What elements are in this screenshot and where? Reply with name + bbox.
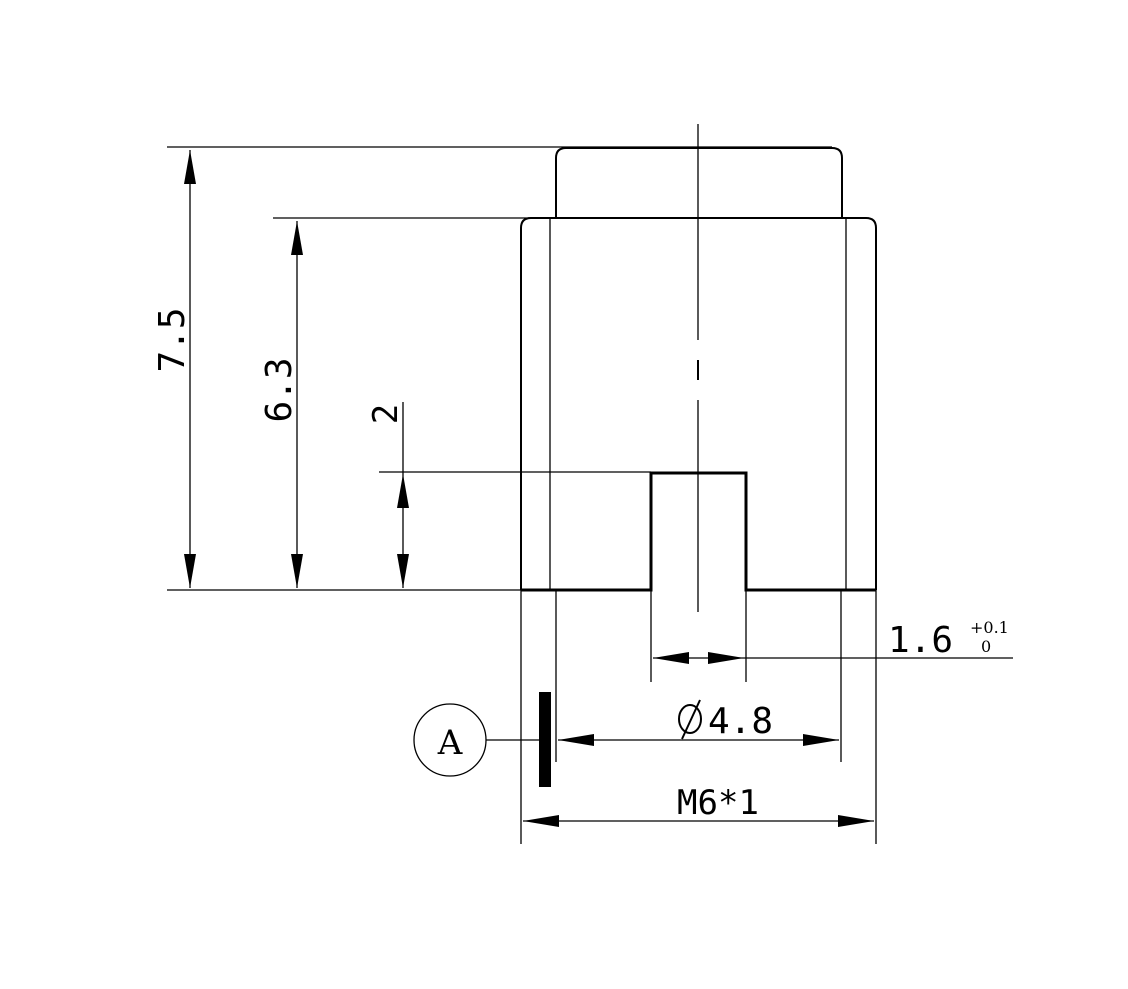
dimension-thread: M6*1 bbox=[520, 590, 877, 844]
left-extension-lines bbox=[167, 146, 832, 591]
dim-text-slot-width: 1.6 bbox=[888, 620, 953, 661]
arrow-up-icon bbox=[397, 474, 409, 508]
arrow-left-icon bbox=[558, 734, 594, 746]
datum-bar bbox=[539, 692, 551, 787]
arrow-right-icon bbox=[708, 652, 744, 664]
arrow-down-icon bbox=[291, 554, 303, 588]
datum-circle bbox=[413, 703, 487, 777]
dimension-total-height: 7.5 bbox=[152, 150, 196, 588]
arrow-up-icon bbox=[184, 150, 196, 184]
diameter-symbol-icon bbox=[678, 699, 702, 740]
dimension-body-height: 6.3 bbox=[259, 221, 303, 588]
arrow-down-icon bbox=[397, 554, 409, 588]
tolerance-upper: +0.1 bbox=[970, 618, 1009, 637]
datum-label: A bbox=[437, 723, 463, 763]
arrow-up-icon bbox=[291, 221, 303, 255]
arrow-right-icon bbox=[838, 815, 874, 827]
top-cap-outline bbox=[555, 147, 843, 218]
dimension-pilot-diameter: 4.8 bbox=[555, 590, 842, 762]
arrow-left-icon bbox=[523, 815, 559, 827]
arrow-down-icon bbox=[184, 554, 196, 588]
part-outline bbox=[520, 124, 877, 612]
arrow-left-icon bbox=[653, 652, 689, 664]
dim-text-thread: M6*1 bbox=[677, 783, 759, 823]
tolerance-lower: 0 bbox=[981, 637, 991, 656]
dimension-slot-width: 1.6 +0.1 0 bbox=[650, 590, 1013, 682]
dim-text-pilot-diameter: 4.8 bbox=[708, 701, 773, 742]
dimension-slot-depth: 2 bbox=[366, 402, 409, 588]
dim-text-body-height: 6.3 bbox=[259, 357, 300, 422]
arrow-right-icon bbox=[803, 734, 839, 746]
dim-text-slot-depth: 2 bbox=[366, 404, 406, 424]
datum-feature: A bbox=[413, 692, 551, 787]
dim-text-total-height: 7.5 bbox=[152, 307, 193, 372]
